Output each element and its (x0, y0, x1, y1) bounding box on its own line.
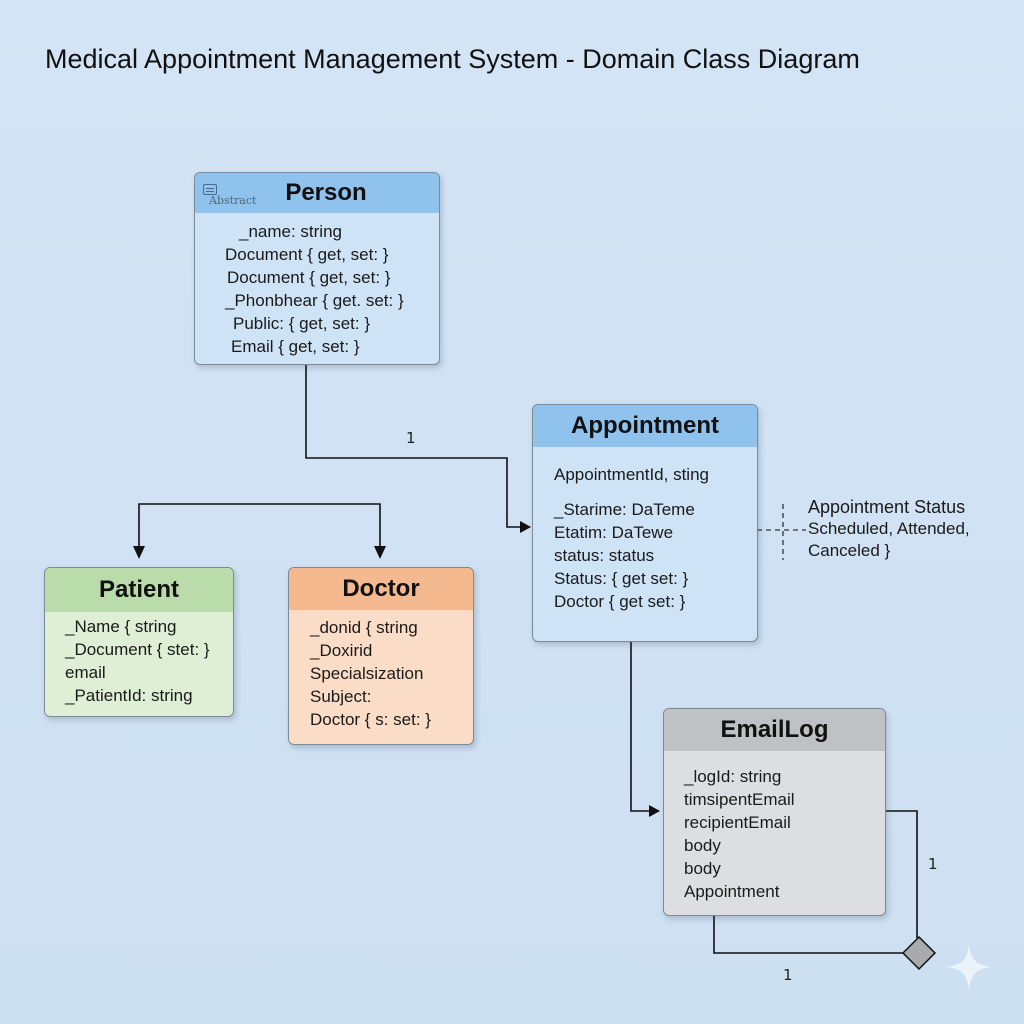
doctor-class[interactable]: Doctor _donid { string _Doxirid Specials… (288, 567, 474, 745)
appointment-attribute: AppointmentId, sting (554, 465, 709, 484)
person-appointment-connector (305, 363, 531, 533)
person-attribute: Document { get, set: } (227, 268, 391, 287)
emaillog-attribute: body (684, 836, 721, 855)
patient-attributes: _Name { string _Document { stet: } email… (45, 612, 233, 707)
appointment-status-enum: Appointment Status Scheduled, Attended, … (808, 496, 970, 562)
class-stereotype-icon (203, 184, 217, 195)
patient-attribute: _Name { string (65, 617, 177, 636)
multiplicity-label: 1 (783, 966, 793, 984)
enum-title: Appointment Status (808, 497, 966, 517)
emaillog-attribute: Appointment (684, 882, 780, 901)
appointment-attributes: AppointmentId, sting _Starime: DaTeme Et… (533, 447, 757, 613)
person-class-name: Person (285, 179, 367, 206)
patient-class-name: Patient (98, 576, 179, 603)
stereotype-badge: Abstract (203, 184, 256, 207)
patient-attribute: _Document { stet: } (65, 640, 210, 659)
enum-values-line: Canceled } (808, 541, 891, 560)
person-attribute: _name: string (239, 222, 342, 241)
patient-class-header: Patient (45, 568, 233, 612)
doctor-attribute: _Doxirid (310, 641, 373, 660)
emaillog-attribute: timsipentEmail (684, 790, 795, 809)
multiplicity-label: 1 (928, 855, 938, 873)
doctor-attribute: _donid { string (310, 618, 418, 637)
person-class[interactable]: Abstract Person _name: string Document {… (194, 172, 440, 365)
appointment-attribute: _Starime: DaTeme (554, 500, 695, 519)
appointment-attribute: Status: { get set: } (554, 569, 689, 588)
emaillog-attribute: _logId: string (684, 767, 782, 786)
doctor-attribute: Subject: (310, 687, 372, 706)
emaillog-attribute: body (684, 859, 721, 878)
doctor-attribute: Doctor { s: set: } (310, 710, 431, 729)
enum-values-line: Scheduled, Attended, (808, 519, 970, 538)
emaillog-class-name: EmailLog (720, 716, 829, 743)
person-attributes: _name: string Document { get, set: } Doc… (195, 213, 439, 358)
doctor-class-header: Doctor (289, 568, 473, 610)
emaillog-class[interactable]: EmailLog _logId: string timsipentEmail r… (663, 708, 886, 916)
emaillog-class-header: EmailLog (664, 709, 885, 751)
doctor-class-name: Doctor (342, 575, 420, 602)
person-attribute: Document { get, set: } (225, 245, 389, 264)
appointment-emaillog-connector (630, 640, 660, 817)
person-attribute: _Phonbhear { get. set: } (225, 291, 404, 310)
doctor-attributes: _donid { string _Doxirid Specialsization… (289, 610, 473, 731)
appointment-attribute: Doctor { get set: } (554, 592, 686, 611)
diagram-title: Medical Appointment Management System - … (45, 44, 860, 74)
emaillog-attribute: recipientEmail (684, 813, 791, 832)
person-class-header: Abstract Person (195, 173, 439, 213)
sparkle-icon (946, 944, 992, 990)
emaillog-composition-bottom (713, 914, 903, 954)
composition-diamond (901, 935, 937, 971)
stereotype-label: Abstract (209, 194, 257, 207)
patient-arrowhead (133, 546, 145, 559)
inheritance-branch (138, 503, 381, 556)
patient-class[interactable]: Patient _Name { string _Document { stet:… (44, 567, 234, 717)
patient-attribute: _PatientId: string (65, 686, 193, 705)
emaillog-attributes: _logId: string timsipentEmail recipientE… (664, 751, 885, 903)
emaillog-composition-connector (884, 810, 918, 938)
appointment-attribute: status: status (554, 546, 655, 565)
person-attribute: Public: { get, set: } (233, 314, 371, 333)
appointment-class-name: Appointment (571, 412, 719, 439)
doctor-attribute: Specialsization (310, 664, 424, 683)
multiplicity-label: 1 (406, 429, 416, 447)
person-attribute: Email { get, set: } (231, 337, 360, 356)
appointment-attribute: Etatim: DaTewe (554, 523, 674, 542)
appointment-class-header: Appointment (533, 405, 757, 447)
appointment-class[interactable]: Appointment AppointmentId, sting _Starim… (532, 404, 758, 642)
patient-attribute: email (65, 663, 106, 682)
doctor-arrowhead (374, 546, 386, 559)
